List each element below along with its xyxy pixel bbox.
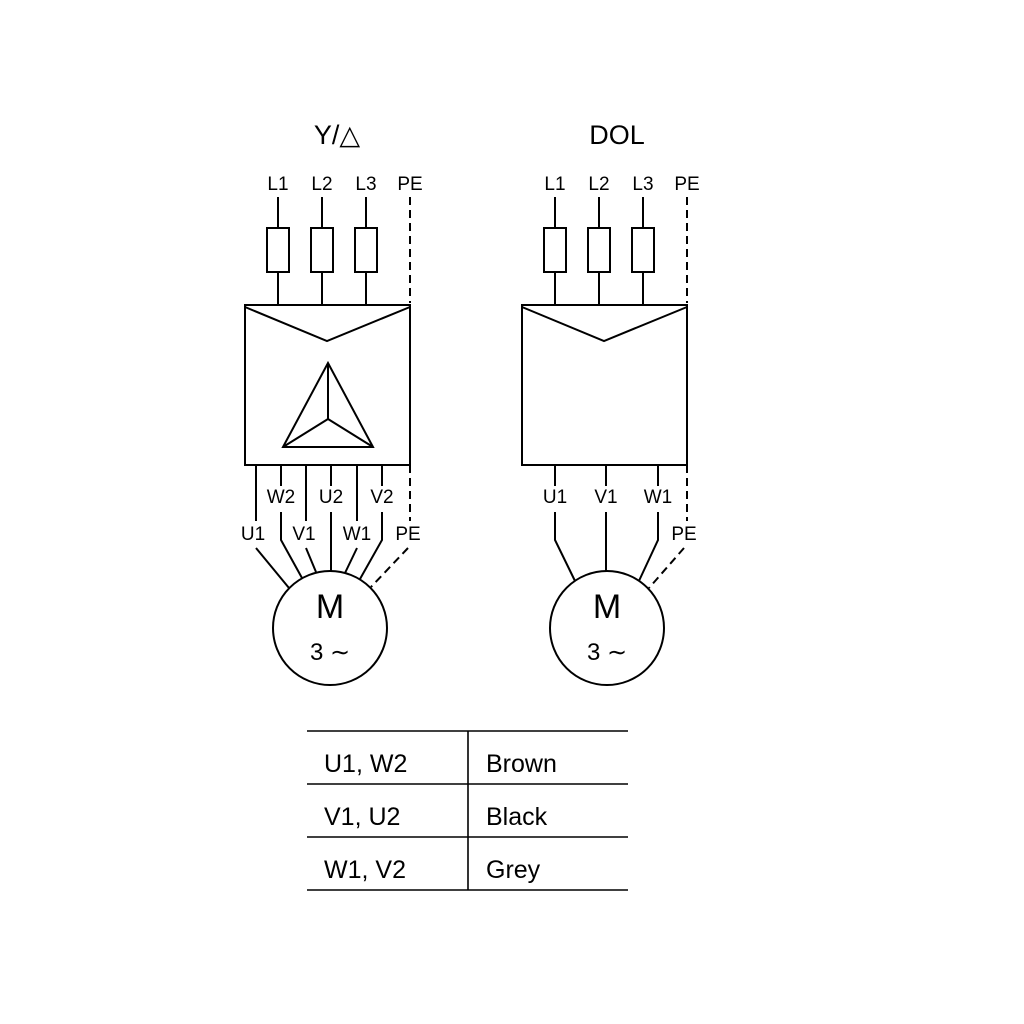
motor-letter: M xyxy=(593,588,621,626)
supply-label-l1: L1 xyxy=(267,174,288,195)
supply-label-l1: L1 xyxy=(544,174,565,195)
table-terminals-cell: U1, W2 xyxy=(324,750,407,778)
fuse-symbol xyxy=(587,227,611,273)
supply-label-l2: L2 xyxy=(588,174,609,195)
fuse-symbol xyxy=(543,227,567,273)
pe-wire-bottom xyxy=(370,465,411,588)
fuse-symbol xyxy=(354,227,378,273)
supply-label-l3: L3 xyxy=(355,174,376,195)
table-terminals-cell: W1, V2 xyxy=(324,856,406,884)
motor-circle xyxy=(549,570,665,686)
contactor-chevron-icon xyxy=(521,306,688,343)
dol-section: DOL L1 L2 L3 PE U1 V1 W1 PE M 3 ∼ xyxy=(521,120,700,686)
table-row: V1, U2 Black xyxy=(324,803,548,831)
delta-winding-icon xyxy=(281,360,375,448)
supply-label-l2: L2 xyxy=(311,174,332,195)
terminal-label-u1: U1 xyxy=(241,524,265,545)
terminal-label-pe: PE xyxy=(395,524,420,545)
contactor-chevron-icon xyxy=(244,306,411,343)
wire-u1 xyxy=(255,465,290,589)
terminal-label-u1: U1 xyxy=(543,487,567,508)
terminal-label-u2: U2 xyxy=(319,487,343,508)
motor-circle xyxy=(272,570,388,686)
starter-box xyxy=(521,304,688,466)
motor-phase: 3 ∼ xyxy=(310,639,350,666)
star-delta-title: Y/△ xyxy=(314,120,361,150)
wire-v1 xyxy=(305,465,317,573)
table-color-cell: Grey xyxy=(486,856,541,884)
dol-title: DOL xyxy=(589,120,645,150)
terminal-label-w2: W2 xyxy=(267,487,296,508)
terminal-label-v1: V1 xyxy=(594,487,617,508)
motor-letter: M xyxy=(316,588,344,626)
supply-label-pe: PE xyxy=(674,174,699,195)
wire-w2 xyxy=(280,465,303,579)
terminal-color-table: U1, W2 Brown V1, U2 Black W1, V2 Grey xyxy=(307,730,628,891)
supply-label-l3: L3 xyxy=(632,174,653,195)
wire-w1 xyxy=(344,465,358,574)
table-row: U1, W2 Brown xyxy=(324,750,557,778)
terminal-label-w1: W1 xyxy=(343,524,372,545)
supply-label-pe: PE xyxy=(397,174,422,195)
table-terminals-cell: V1, U2 xyxy=(324,803,400,831)
fuse-symbol xyxy=(631,227,655,273)
fuse-symbol xyxy=(310,227,334,273)
star-delta-section: Y/△ L1 L2 L3 PE W2 U2 V2 U1 V1 xyxy=(241,120,423,686)
pe-wire-bottom xyxy=(648,465,688,589)
wire-w1 xyxy=(637,465,659,584)
terminal-label-pe: PE xyxy=(671,524,696,545)
fuse-symbol xyxy=(266,227,290,273)
table-color-cell: Black xyxy=(486,803,548,831)
wire-v2 xyxy=(359,465,383,580)
wire-u1 xyxy=(554,465,577,584)
motor-phase: 3 ∼ xyxy=(587,639,627,666)
table-color-cell: Brown xyxy=(486,750,557,778)
terminal-label-w1: W1 xyxy=(644,487,673,508)
terminal-label-v1: V1 xyxy=(292,524,315,545)
table-row: W1, V2 Grey xyxy=(324,856,541,884)
terminal-label-v2: V2 xyxy=(370,487,393,508)
